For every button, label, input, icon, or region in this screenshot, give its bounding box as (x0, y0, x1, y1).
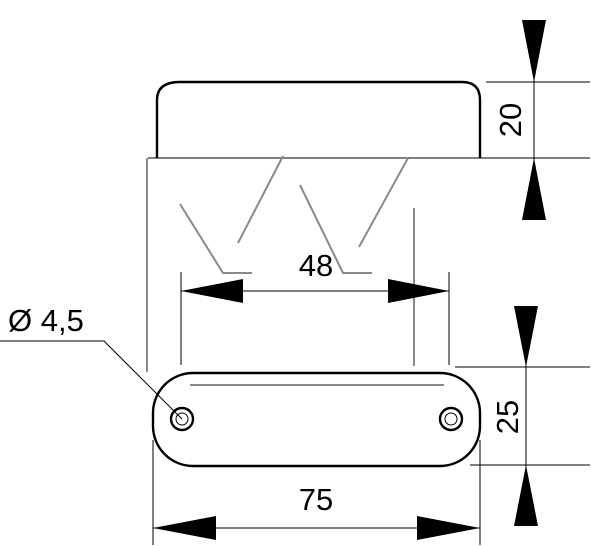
mounting-hole-right (438, 406, 464, 432)
dimension-hole-diameter: Ø 4,5 (0, 303, 183, 420)
top-view-outline (155, 80, 482, 158)
arrow-right-icon (417, 516, 480, 540)
arrow-right-icon (388, 279, 449, 303)
clip-features (146, 155, 415, 372)
mounting-hole-left (169, 406, 195, 432)
mounting-hole-left-inner (175, 412, 189, 426)
arrow-up-icon (522, 158, 546, 220)
front-view-outline (151, 371, 482, 468)
mounting-hole-right-inner (444, 412, 458, 426)
dimension-label-75: 75 (299, 482, 333, 517)
dimension-body-height: 25 (455, 306, 590, 526)
dimension-label-25: 25 (490, 400, 525, 434)
clip-right (299, 184, 372, 274)
leader-line (0, 340, 183, 420)
dimension-label-20: 20 (493, 103, 528, 137)
clip-left-diagonal (237, 155, 284, 244)
dimension-label-diameter: Ø 4,5 (8, 303, 84, 338)
front-view (151, 371, 482, 468)
dimension-inner-width: 48 (180, 248, 450, 365)
arrow-up-icon (514, 465, 538, 526)
clip-right-diagonal (358, 157, 409, 248)
dimension-overall-width: 75 (152, 440, 481, 545)
arrow-left-icon (181, 279, 243, 303)
clip-left (179, 203, 252, 274)
arrow-down-icon (514, 306, 538, 367)
dimension-label-48: 48 (299, 248, 333, 283)
arrow-down-icon (522, 20, 546, 82)
arrow-left-icon (153, 516, 216, 540)
dimension-top-height: 20 (486, 20, 590, 220)
